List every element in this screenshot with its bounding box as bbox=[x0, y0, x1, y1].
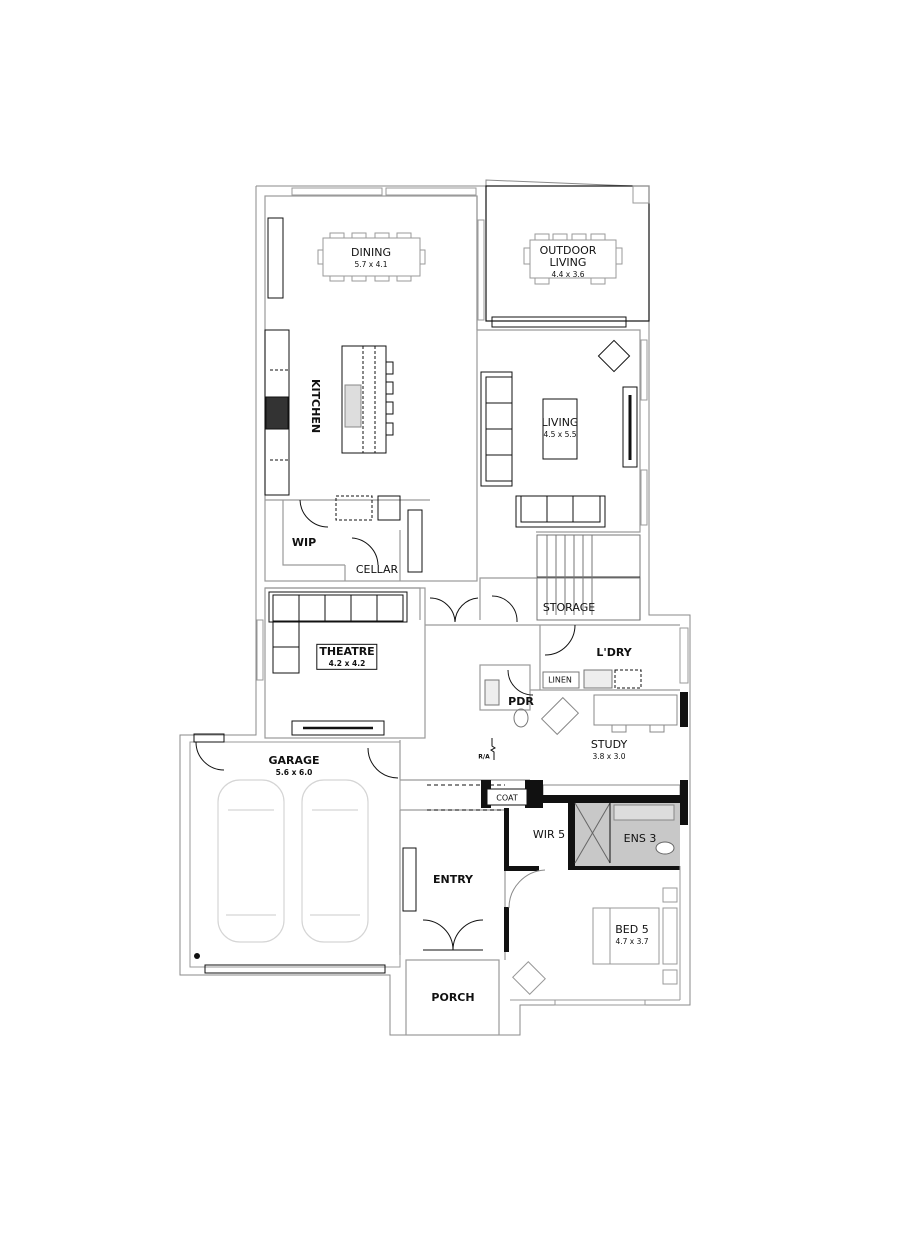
room-name: STUDY bbox=[590, 737, 628, 751]
room-name: WIR 5 bbox=[532, 827, 566, 841]
room-label-wir5: WIR 5 bbox=[532, 827, 566, 841]
room-name: COAT bbox=[496, 793, 518, 803]
room-label-coat: COAT bbox=[496, 793, 518, 804]
room-name-line2: LIVING bbox=[549, 255, 587, 269]
room-dims: 3.8 x 3.0 bbox=[592, 751, 626, 761]
room-dims: 5.7 x 4.1 bbox=[354, 259, 388, 269]
room-label-laundry: L'DRY bbox=[596, 645, 632, 659]
room-label-wip: WIP bbox=[291, 535, 317, 549]
room-name: ENS 3 bbox=[623, 831, 657, 845]
room-label-powder: PDR bbox=[508, 694, 534, 708]
room-label-theatre: THEATRE 4.2 x 4.2 bbox=[316, 643, 378, 671]
room-name: GARAGE bbox=[268, 753, 320, 767]
room-dims: 4.5 x 5.5 bbox=[543, 429, 577, 439]
coat-cupboard bbox=[486, 788, 528, 806]
room-label-outdoor-living: OUTDOOR LIVING 4.4 x 3.6 bbox=[539, 243, 597, 279]
room-name: L'DRY bbox=[596, 645, 632, 659]
room-name: PORCH bbox=[431, 990, 475, 1004]
room-name: THEATRE bbox=[319, 644, 375, 658]
room-label-cellar: CELLAR bbox=[355, 562, 399, 576]
room-name: OUTDOOR bbox=[539, 243, 597, 257]
room-dims: 4.7 x 3.7 bbox=[615, 936, 649, 946]
room-name: CELLAR bbox=[355, 562, 399, 576]
room-label-dining: DINING 5.7 x 4.1 bbox=[351, 245, 391, 269]
room-label-storage: STORAGE bbox=[542, 600, 596, 614]
return-air-label: R/A bbox=[478, 753, 490, 762]
room-dims: 4.2 x 4.2 bbox=[328, 658, 366, 668]
room-label-living: LIVING 4.5 x 5.5 bbox=[541, 415, 579, 439]
room-dims: 5.6 x 6.0 bbox=[275, 767, 313, 777]
room-name: KITCHEN bbox=[309, 378, 323, 434]
room-label-study: STUDY 3.8 x 3.0 bbox=[590, 737, 628, 761]
room-label-ens3: ENS 3 bbox=[623, 831, 657, 845]
room-label-linen: LINEN bbox=[548, 675, 572, 686]
room-label-bed5: BED 5 4.7 x 3.7 bbox=[615, 922, 649, 946]
room-label-porch: PORCH bbox=[431, 990, 475, 1004]
return-air-text: R/A bbox=[478, 753, 490, 761]
outer-boundary bbox=[179, 179, 691, 1036]
room-dims: 4.4 x 3.6 bbox=[551, 269, 585, 279]
room-name: STORAGE bbox=[542, 600, 596, 614]
room-label-kitchen: KITCHEN bbox=[309, 378, 323, 434]
room-label-garage: GARAGE 5.6 x 6.0 bbox=[268, 753, 320, 777]
room-name: BED 5 bbox=[615, 922, 649, 936]
room-label-entry: ENTRY bbox=[432, 872, 474, 886]
porch-outline bbox=[405, 959, 500, 1036]
room-name: DINING bbox=[351, 245, 391, 259]
room-name: LIVING bbox=[541, 415, 579, 429]
room-name: ENTRY bbox=[432, 872, 474, 886]
car-1 bbox=[217, 779, 285, 943]
car-2 bbox=[301, 779, 369, 943]
room-name: WIP bbox=[291, 535, 317, 549]
room-name: PDR bbox=[508, 694, 534, 708]
room-name: LINEN bbox=[548, 675, 572, 685]
outdoor-living-outline bbox=[485, 185, 650, 322]
